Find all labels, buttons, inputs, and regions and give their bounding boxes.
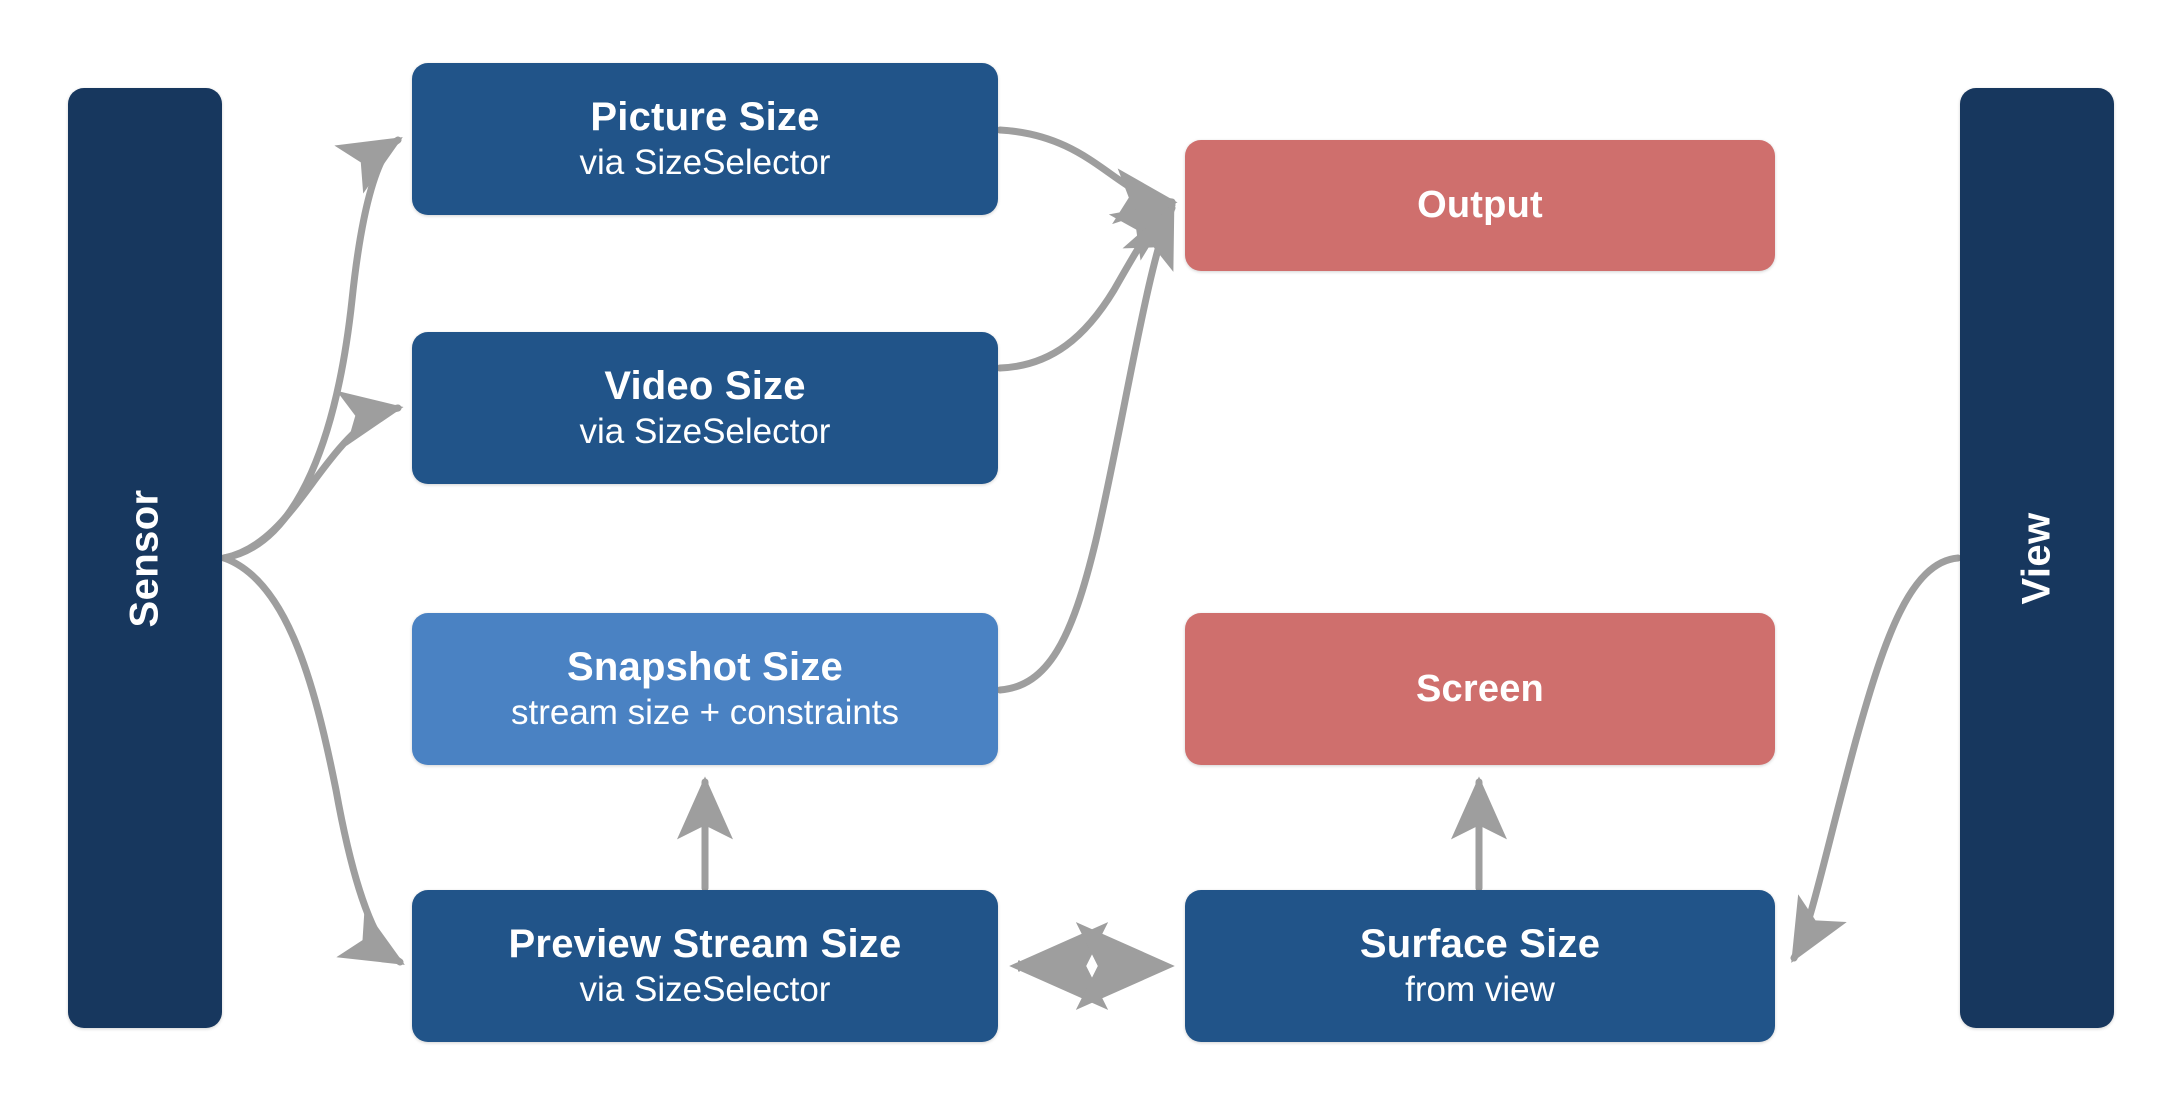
- node-screen[interactable]: Screen: [1185, 613, 1775, 765]
- node-snapshot-size[interactable]: Snapshot Size stream size + constraints: [412, 613, 998, 765]
- node-snapshot-size-subtitle: stream size + constraints: [510, 693, 900, 733]
- edge-sensor-to-picture-size: [220, 136, 403, 562]
- edge-sensor-to-preview-stream-size: [220, 554, 405, 966]
- node-output[interactable]: Output: [1185, 140, 1775, 271]
- node-video-size-subtitle: via SizeSelector: [579, 412, 831, 452]
- node-video-size-title: Video Size: [604, 363, 806, 408]
- rail-sensor-label: Sensor: [122, 488, 167, 628]
- node-surface-size[interactable]: Surface Size from view: [1185, 890, 1775, 1042]
- node-surface-size-subtitle: from view: [1405, 970, 1555, 1010]
- edge-video-size-to-output: [996, 201, 1177, 372]
- edge-view-to-surface-size: [1790, 554, 1962, 963]
- rail-sensor[interactable]: Sensor: [68, 88, 222, 1028]
- node-surface-size-title: Surface Size: [1359, 921, 1601, 966]
- node-video-size[interactable]: Video Size via SizeSelector: [412, 332, 998, 484]
- node-picture-size-subtitle: via SizeSelector: [579, 143, 831, 183]
- edge-sensor-to-video-size: [220, 390, 404, 562]
- rail-view[interactable]: View: [1960, 88, 2114, 1028]
- node-preview-stream-size-subtitle: via SizeSelector: [579, 970, 831, 1010]
- edge-snapshot-size-to-output: [996, 202, 1176, 694]
- node-preview-stream-size[interactable]: Preview Stream Size via SizeSelector: [412, 890, 998, 1042]
- node-screen-title: Screen: [1416, 667, 1544, 710]
- node-picture-size-title: Picture Size: [590, 94, 820, 139]
- edge-picture-size-to-output: [996, 126, 1178, 225]
- node-snapshot-size-title: Snapshot Size: [567, 644, 843, 689]
- node-preview-stream-size-title: Preview Stream Size: [508, 921, 902, 966]
- rail-view-label: View: [2014, 511, 2059, 605]
- node-output-title: Output: [1417, 184, 1543, 227]
- node-picture-size[interactable]: Picture Size via SizeSelector: [412, 63, 998, 215]
